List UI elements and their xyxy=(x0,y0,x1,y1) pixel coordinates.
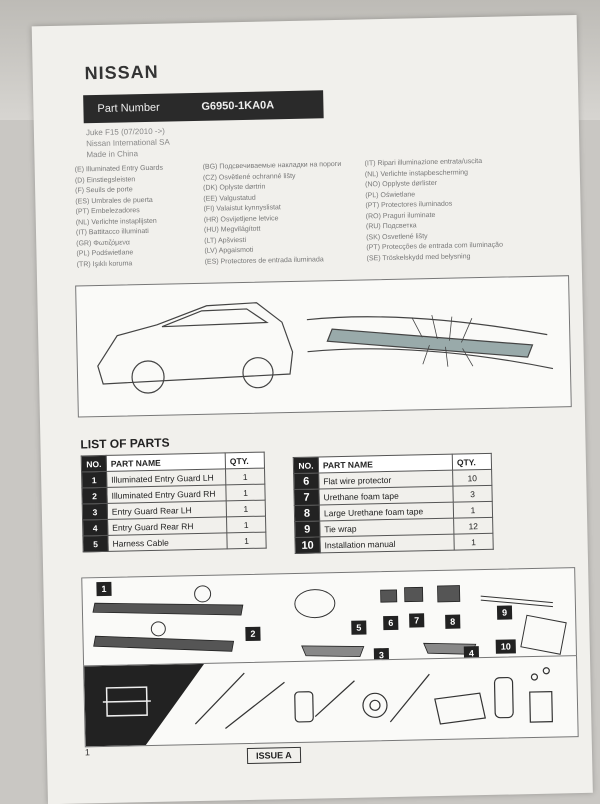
part-qty: 1 xyxy=(226,500,266,517)
tools-drawing xyxy=(84,663,553,747)
language-list-1: (E) Illuminated Entry Guards (D) Einstie… xyxy=(75,164,165,271)
part-number-label: Part Number xyxy=(97,101,160,116)
part-no: 10 xyxy=(294,536,321,554)
part-tag: 2 xyxy=(245,626,261,642)
part-qty: 1 xyxy=(453,533,494,551)
part-qty: 12 xyxy=(453,517,493,535)
part-tag: 7 xyxy=(409,613,425,628)
part-qty: 1 xyxy=(225,484,266,501)
part-tag: 9 xyxy=(496,605,513,620)
part-qty: 1 xyxy=(225,468,265,485)
part-qty: 1 xyxy=(226,532,267,549)
language-list-3: (IT) Ripari illuminazione entrata/uscita… xyxy=(365,157,504,265)
part-number-bar: Part Number G6950-1KA0A xyxy=(83,90,324,124)
part-name: Installation manual xyxy=(319,534,455,553)
parts-illustration: 1 2 3 4 5 6 7 8 9 10 xyxy=(81,567,578,680)
part-tag: 10 xyxy=(495,639,516,654)
header-qty: QTY. xyxy=(452,453,492,471)
part-no: 5 xyxy=(82,535,109,552)
part-tag: 5 xyxy=(351,620,367,635)
meta-line: Nissan International SA xyxy=(86,137,170,149)
car-and-sill-drawing xyxy=(97,302,554,394)
issue-label: ISSUE A xyxy=(246,746,301,765)
part-name: Harness Cable xyxy=(107,532,228,552)
part-no: 7 xyxy=(293,488,320,506)
part-tag: 1 xyxy=(96,581,112,597)
header-no: NO. xyxy=(81,455,107,472)
part-no: 1 xyxy=(81,471,107,488)
vehicle-meta: Juke F15 (07/2010 ->) Nissan Internation… xyxy=(86,126,170,161)
brand-logo: NISSAN xyxy=(84,61,159,84)
part-qty: 1 xyxy=(226,516,266,533)
language-item: (SE) Tröskelskydd med belysning xyxy=(366,252,471,262)
part-qty: 1 xyxy=(453,501,493,519)
part-no: 6 xyxy=(293,472,319,490)
part-qty: 3 xyxy=(452,485,493,503)
instruction-sheet: NISSAN Part Number G6950-1KA0A Juke F15 … xyxy=(31,14,593,804)
header-no: NO. xyxy=(293,456,319,474)
part-no: 8 xyxy=(294,504,320,522)
part-no: 3 xyxy=(82,503,108,520)
tools-illustration xyxy=(83,655,579,748)
part-qty: 10 xyxy=(452,469,492,487)
part-no: 4 xyxy=(82,519,108,536)
header-qty: QTY. xyxy=(225,452,265,469)
language-item: (E) Illuminated Entry Guards xyxy=(74,164,164,174)
part-number-value: G6950-1KA0A xyxy=(201,99,275,113)
language-item: (ES) Protectores de entrada iluminada xyxy=(204,255,324,266)
language-item: (TR) Işıklı koruma xyxy=(76,259,133,268)
part-tag: 8 xyxy=(445,614,461,629)
part-no: 9 xyxy=(294,520,320,538)
part-tag: 6 xyxy=(383,615,399,631)
page-number: 1 xyxy=(84,747,91,758)
vehicle-illustration xyxy=(75,275,572,418)
part-no: 2 xyxy=(81,487,108,504)
parts-drawing xyxy=(92,585,567,658)
list-of-parts-title: LIST OF PARTS xyxy=(80,435,170,452)
language-list-2: (BG) Подсвечиваемые накладки на пороги (… xyxy=(203,160,344,268)
meta-line: Made in China xyxy=(86,149,139,160)
